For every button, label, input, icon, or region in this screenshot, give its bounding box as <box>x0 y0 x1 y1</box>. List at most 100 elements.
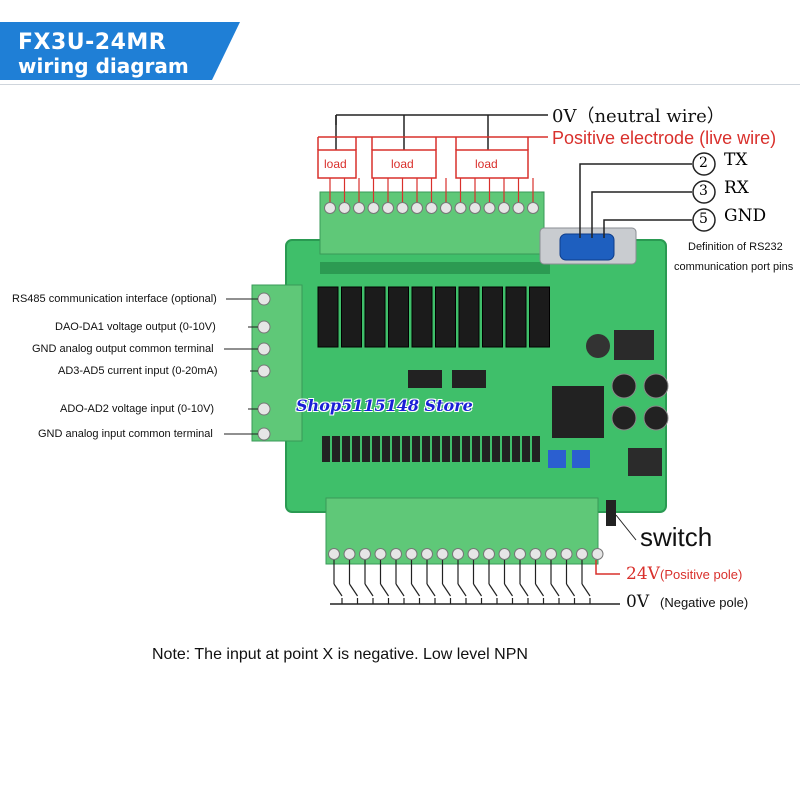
load-label-2: load <box>391 157 414 171</box>
potentiometer-2 <box>572 450 590 468</box>
relay <box>482 286 503 348</box>
input-switch-contact <box>333 583 343 597</box>
optocoupler <box>522 436 530 462</box>
gnd-analog-output-label: GND analog output common terminal <box>32 343 214 355</box>
ad3-ad5-label: AD3-AD5 current input (0-20mA) <box>58 365 218 377</box>
capacitor-1 <box>611 373 637 399</box>
input-screw <box>545 548 557 560</box>
optocoupler <box>342 436 350 462</box>
rs232-pin-3-name: RX <box>724 178 749 198</box>
optocoupler <box>382 436 390 462</box>
output-screw <box>425 202 438 214</box>
optocoupler <box>412 436 420 462</box>
relay <box>505 286 527 348</box>
output-screw <box>382 202 394 214</box>
analog-screw <box>257 364 271 378</box>
ado-ad2-label: ADO-AD2 voltage input (0-10V) <box>60 403 215 415</box>
db9-connector <box>559 233 615 261</box>
v24-note: (Positive pole) <box>660 567 743 582</box>
pcb-silkscreen-top <box>320 262 550 274</box>
relay <box>411 286 433 348</box>
optocoupler <box>472 436 480 462</box>
v24-label: 24V <box>626 564 660 584</box>
optocoupler <box>352 436 360 462</box>
mcu-chip <box>552 386 604 438</box>
output-screw <box>527 202 539 214</box>
ic-2 <box>452 370 486 388</box>
optocoupler <box>322 436 330 462</box>
input-wiring <box>330 560 620 605</box>
page-subtitle: wiring diagram <box>18 54 189 78</box>
input-switch-contact <box>380 583 389 597</box>
optocoupler <box>532 436 540 462</box>
wiring-note: Note: The input at point X is negative. … <box>152 646 528 663</box>
potentiometer-1 <box>548 450 566 468</box>
input-switch-contact <box>395 583 405 597</box>
input-screw <box>328 548 340 560</box>
optocoupler <box>512 436 520 462</box>
output-screw <box>324 202 336 214</box>
rs232-pin-circles <box>692 152 716 232</box>
input-screw <box>514 548 526 560</box>
analog-screws <box>257 292 271 441</box>
optocoupler <box>482 436 490 462</box>
v24-lead <box>595 560 620 575</box>
input-screw <box>390 548 402 560</box>
optocoupler-row <box>322 436 540 462</box>
rs232-pin-5-name: GND <box>724 206 767 226</box>
output-wiring <box>317 114 548 202</box>
rs232-definition-line1: Definition of RS232 <box>688 241 783 253</box>
optocoupler <box>332 436 340 462</box>
relay <box>529 286 550 348</box>
output-screw <box>353 202 365 214</box>
optocoupler <box>432 436 440 462</box>
input-screw <box>374 548 387 560</box>
output-screw <box>338 202 351 214</box>
input-switch-contact <box>550 583 560 597</box>
inductor <box>586 334 610 358</box>
input-screw <box>560 548 573 560</box>
optocoupler <box>422 436 430 462</box>
input-screw <box>529 548 542 560</box>
power-jack <box>628 448 662 476</box>
load-label-3: load <box>475 157 498 171</box>
neutral-wire-label: 0V（neutral wire） <box>552 106 725 127</box>
optocoupler <box>362 436 370 462</box>
input-screws <box>328 548 604 560</box>
capacitor-2 <box>643 373 669 399</box>
relay <box>341 286 362 348</box>
input-switch-contact <box>426 583 436 597</box>
input-switch-contact <box>535 583 544 597</box>
input-switch-contact <box>349 583 358 597</box>
rs232-pin-2-name: TX <box>724 150 748 170</box>
header-divider <box>0 84 800 85</box>
rs232-pin-5-number: 5 <box>699 211 708 227</box>
dao-da1-label: DAO-DA1 voltage output (0-10V) <box>55 321 216 333</box>
input-switch-contact <box>364 583 374 597</box>
header-banner <box>0 22 240 80</box>
ic-1 <box>408 370 442 388</box>
input-screw <box>421 548 433 560</box>
optocoupler <box>502 436 510 462</box>
input-screw <box>343 548 356 560</box>
input-screw <box>436 548 449 560</box>
output-screw <box>483 202 496 214</box>
load-box <box>455 149 529 179</box>
input-screw <box>498 548 511 560</box>
optocoupler <box>442 436 450 462</box>
rs232-definition-line2: communication port pins <box>674 261 794 273</box>
rs232-pin-2-number: 2 <box>699 155 708 171</box>
live-wire-label: Positive electrode (live wire) <box>552 128 777 148</box>
capacitor-4 <box>643 405 669 431</box>
relay <box>388 286 409 348</box>
optocoupler <box>492 436 500 462</box>
optocoupler <box>402 436 410 462</box>
output-screw <box>411 202 423 214</box>
regulator-chip <box>614 330 654 360</box>
input-screw <box>591 548 604 560</box>
load-label-1: load <box>324 157 347 171</box>
rs485-label: RS485 communication interface (optional) <box>12 293 217 305</box>
load-box <box>317 149 357 179</box>
switch-body <box>606 500 616 526</box>
